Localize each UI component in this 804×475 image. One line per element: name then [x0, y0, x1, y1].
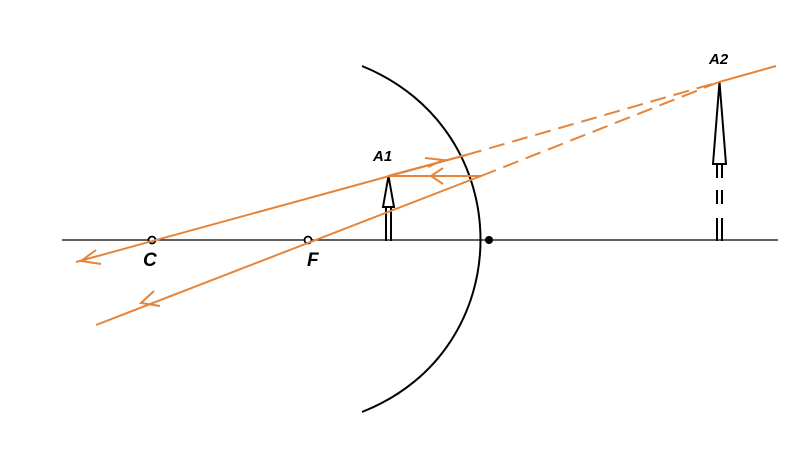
ray-arrowheads [78, 157, 447, 307]
label-image-a2: A2 [708, 51, 729, 68]
light-rays [75, 65, 777, 326]
virtual-extension-1 [465, 81, 720, 156]
arrowhead-right-2 [429, 167, 444, 185]
concave-mirror [361, 65, 482, 413]
mirror-vertex-point [485, 236, 493, 244]
ray-through-focus-reflected [95, 175, 482, 326]
object-arrow-a1 [381, 175, 396, 241]
ray-extension-solid [718, 65, 777, 83]
label-object-a1: A1 [372, 148, 392, 165]
image-arrow-a2 [711, 81, 728, 241]
ray-through-center-reflected [75, 154, 467, 263]
arrowhead-right-1 [424, 157, 447, 168]
label-focus: F [307, 250, 320, 271]
label-center: C [143, 250, 157, 271]
arrowhead-left-f [138, 290, 161, 307]
virtual-extension-2 [480, 81, 720, 177]
arrowhead-left-c [78, 249, 102, 265]
